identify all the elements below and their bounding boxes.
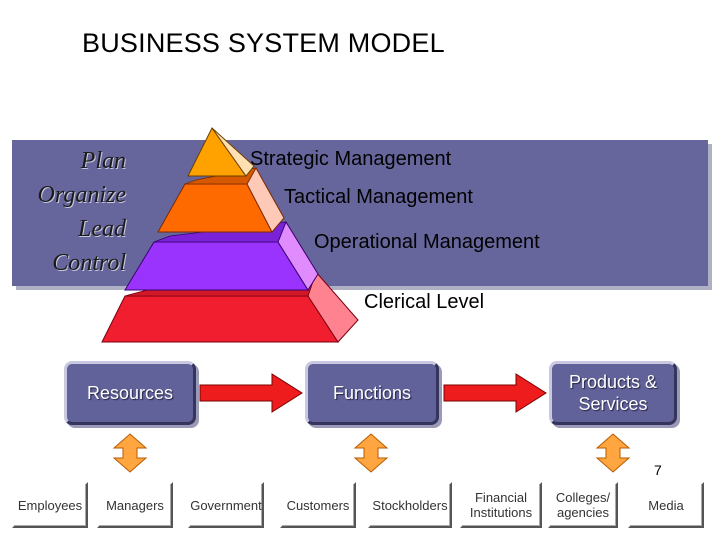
function-lead: Lead [78,216,126,242]
double-arrow-products [595,433,631,473]
label-clerical-level: Clerical Level [364,291,485,313]
resources-label: Resources [86,383,174,403]
stakeholder-financial-institutions: Financial Institutions [460,482,542,528]
function-organize: Organize [37,182,126,208]
stakeholder-media: Media [628,482,704,528]
arrow-resources-to-functions [199,373,303,413]
slide-title: BUSINESS SYSTEM MODEL [82,28,445,58]
functions-box: Functions [305,361,439,425]
label-strategic-management: Strategic Management [250,148,452,170]
stakeholder-label: Financial Institutions [469,490,533,520]
arrow-functions-to-products [443,373,547,413]
products-services-label: Products & Services [568,372,658,414]
stakeholder-label: Employees [17,497,83,513]
page-number: 7 [654,462,662,478]
stakeholder-managers: Managers [97,482,173,528]
stakeholder-colleges-agencies: Colleges/ agencies [548,482,618,528]
management-band [12,140,708,286]
function-plan: Plan [80,148,126,174]
management-functions-list: Plan Organize Lead Control [14,144,126,280]
stakeholder-label: Colleges/ agencies [555,490,611,520]
stakeholder-label: Customers [286,497,350,513]
label-tactical-management: Tactical Management [284,186,473,208]
resources-box: Resources [64,361,196,425]
stakeholder-label: Government [190,497,262,513]
double-arrow-functions [353,433,389,473]
stakeholder-employees: Employees [12,482,88,528]
stakeholder-label: Managers [106,497,164,513]
function-control: Control [52,250,126,276]
label-operational-management: Operational Management [314,231,540,253]
double-arrow-resources [112,433,148,473]
stakeholder-customers: Customers [280,482,356,528]
functions-label: Functions [332,383,412,403]
stakeholder-label: Stockholders [372,497,448,513]
stakeholder-label: Media [648,497,684,513]
stakeholder-stockholders: Stockholders [368,482,452,528]
stakeholder-government: Government [188,482,264,528]
pyramid-level-strategic-side [211,127,255,177]
products-services-box: Products & Services [549,361,677,425]
